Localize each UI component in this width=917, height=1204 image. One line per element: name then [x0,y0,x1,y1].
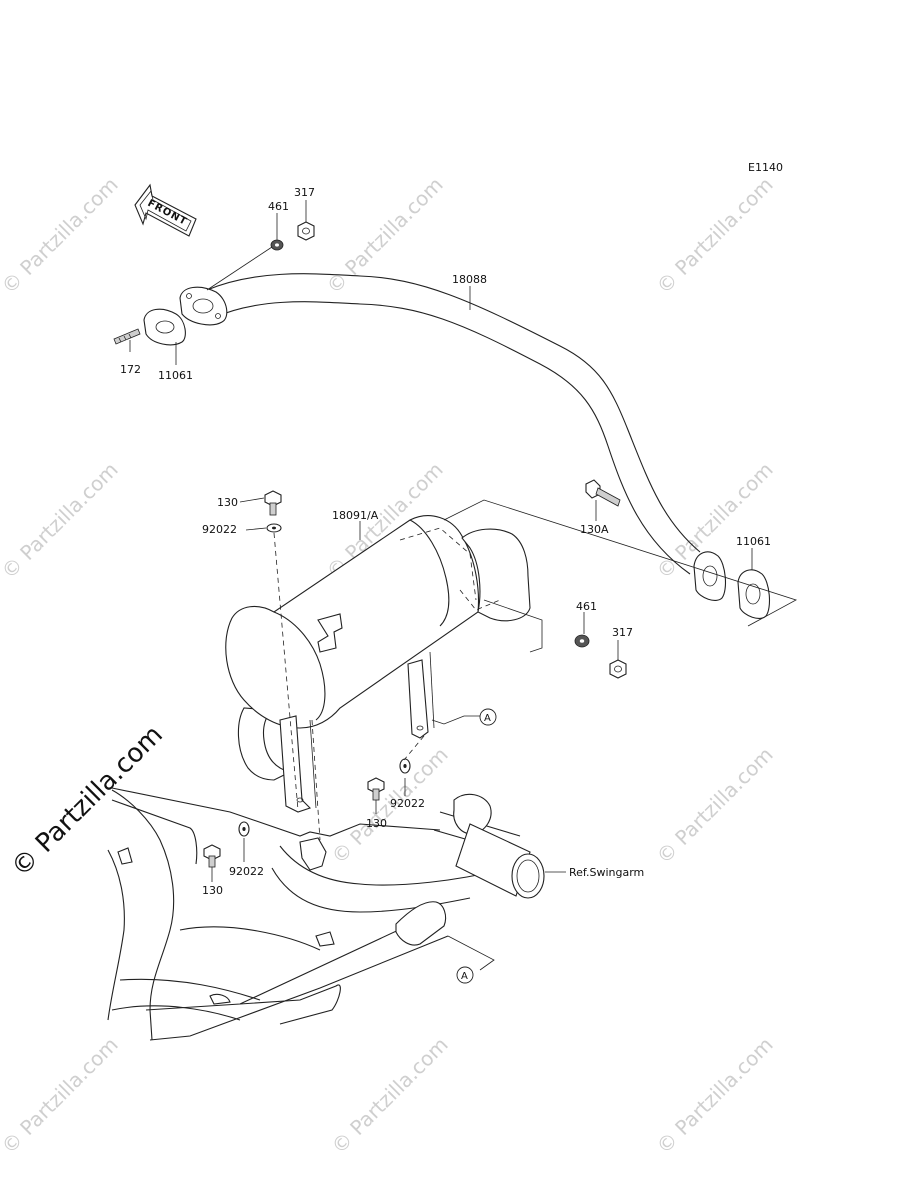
nut-317-rear [609,659,627,679]
front-direction-arrow: FRONT [134,183,197,237]
leader-lines [129,200,798,971]
watermark: © Partzilla.com [0,172,123,298]
part-callouts: 317 461 18088 172 11061 130 92022 18091/… [120,186,771,897]
part-callout: 317 [294,186,315,199]
part-callout: 92022 [229,865,264,878]
watermark: © Partzilla.com [322,172,448,298]
bolt-130a [585,479,621,507]
frame [107,787,545,1041]
part-callout: 130A [580,523,609,536]
gasket-rear [737,569,771,619]
washer-461-top [270,239,284,251]
diagram-code: E1140 [748,161,783,174]
washer-92022-mid [399,758,411,774]
part-callout: 92022 [202,523,237,536]
reference-marker-label: A [461,971,468,982]
gasket-front [143,308,186,346]
part-callout: 317 [612,626,633,639]
part-callout: 11061 [736,535,771,548]
watermark: © Partzilla.com [652,742,778,868]
muffler [225,515,531,813]
reference-label: Ref.Swingarm [569,866,644,879]
bolt-130-lower [203,844,221,868]
watermark: © Partzilla.com [327,1032,453,1158]
part-callout: 461 [576,600,597,613]
reference-marker-a-upper: A [479,708,497,726]
part-callout: 11061 [158,369,193,382]
part-callout: 130 [366,817,387,830]
washer-92022-top [266,523,282,533]
washer-461-rear [574,634,590,648]
watermark: © Partzilla.com [0,457,123,583]
part-callout: 461 [268,200,289,213]
watermark: © Partzilla.com [652,172,778,298]
watermark: © Partzilla.com [0,1032,123,1158]
stud-bolt [113,328,141,345]
watermark-main: © Partzilla.com [6,720,169,883]
nut-317-top [297,221,315,241]
part-callout: 130 [202,884,223,897]
part-callout: 172 [120,363,141,376]
washer-92022-lower [238,821,250,837]
part-callout: 92022 [390,797,425,810]
bolt-130-top [264,490,282,516]
exhaust-pipe [179,273,727,601]
reference-marker-a-lower: A [456,966,474,984]
bolt-130-mid [367,777,385,801]
part-callout: 18091/A [332,509,379,522]
part-callout: 130 [217,496,238,509]
reference-marker-label: A [484,713,491,724]
part-callout: 18088 [452,273,487,286]
watermark: © Partzilla.com [652,1032,778,1158]
